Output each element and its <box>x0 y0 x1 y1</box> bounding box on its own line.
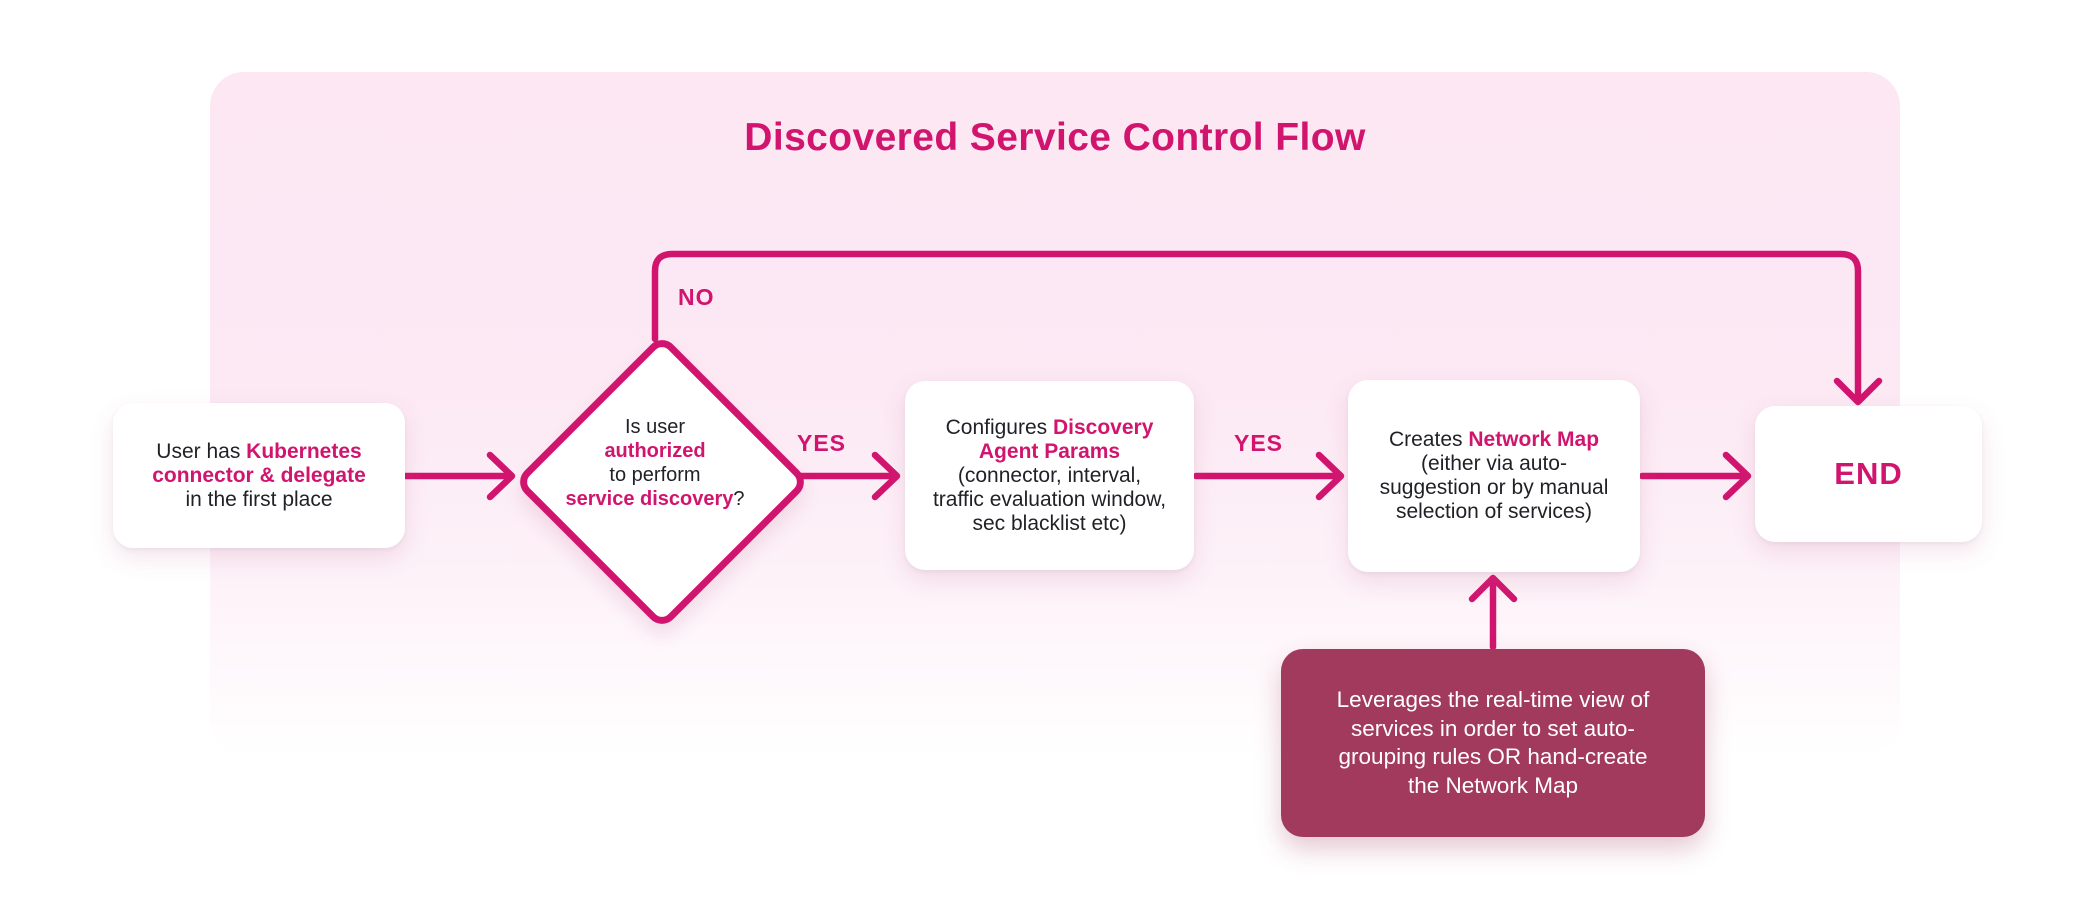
node-create-network-map: Creates Network Map (either via auto- su… <box>1348 380 1640 572</box>
node-configure-text: Configures Discovery Agent Params (conne… <box>933 416 1166 536</box>
text-line: the Network Map <box>1407 772 1579 798</box>
text-segment: User has <box>156 439 247 463</box>
text-line: in the first place <box>185 487 333 511</box>
text-line: services in order to set auto- <box>1351 715 1635 741</box>
text-line: traffic evaluation window, <box>932 487 1167 511</box>
text-line: Leverages the real-time view of <box>1336 687 1650 712</box>
text-line: to perform <box>609 464 701 486</box>
edge-decision-no-to-end <box>651 250 1862 402</box>
edge-label-no: NO <box>678 284 715 310</box>
text-line: Agent Params <box>978 439 1121 463</box>
text-segment-em: Kubernetes <box>246 439 362 463</box>
text-line: Configures Discovery <box>933 416 1166 440</box>
text-line: Creates Network Map <box>1380 428 1609 452</box>
edge-label-yes-configured: YES <box>1234 430 1284 456</box>
arrowhead-right-icon <box>486 451 516 501</box>
text-line: Is user <box>624 416 686 438</box>
text-line: authorized <box>604 440 706 462</box>
text-line: selection of services) <box>1395 500 1593 523</box>
text-line: (connector, interval, <box>957 463 1142 487</box>
end-label: END <box>1834 456 1903 491</box>
arrowhead-right-icon <box>1722 451 1752 501</box>
text-line: sec blacklist etc) <box>972 511 1127 535</box>
text-segment-em: Discovery <box>1052 415 1154 439</box>
text-line: connector & delegate <box>152 463 366 487</box>
text-segment-em: service discovery <box>565 488 734 510</box>
text-line: User has Kubernetes <box>152 440 366 464</box>
diagram-title: Discovered Service Control Flow <box>744 116 1366 159</box>
note-leverages-realtime-view: Leverages the real-time view of services… <box>1281 649 1705 837</box>
node-start-text: User has Kubernetes connector & delegate… <box>152 440 366 512</box>
decision-diamond-text: Is user authorized to perform service di… <box>525 351 785 575</box>
edge-label-yes-authorized: YES <box>797 430 847 456</box>
node-creates-text: Creates Network Map (either via auto- su… <box>1380 428 1609 524</box>
text-segment: ? <box>733 488 745 510</box>
text-segment: Creates <box>1388 428 1469 451</box>
node-end: END <box>1755 406 1982 542</box>
node-configure-discovery-params: Configures Discovery Agent Params (conne… <box>905 381 1194 570</box>
node-start-precondition: User has Kubernetes connector & delegate… <box>113 403 405 548</box>
text-segment: Configures <box>945 415 1053 439</box>
text-line: suggestion or by manual <box>1379 476 1609 499</box>
text-line: (either via auto- <box>1421 452 1567 475</box>
text-segment-em: Network Map <box>1468 428 1600 451</box>
arrowhead-right-icon <box>871 451 901 501</box>
arrowhead-up-icon <box>1468 574 1518 603</box>
arrowhead-down-icon <box>1833 377 1883 406</box>
text-line: service discovery? <box>565 487 744 511</box>
arrowhead-right-icon <box>1315 451 1345 501</box>
text-line: grouping rules OR hand-create <box>1338 744 1648 769</box>
